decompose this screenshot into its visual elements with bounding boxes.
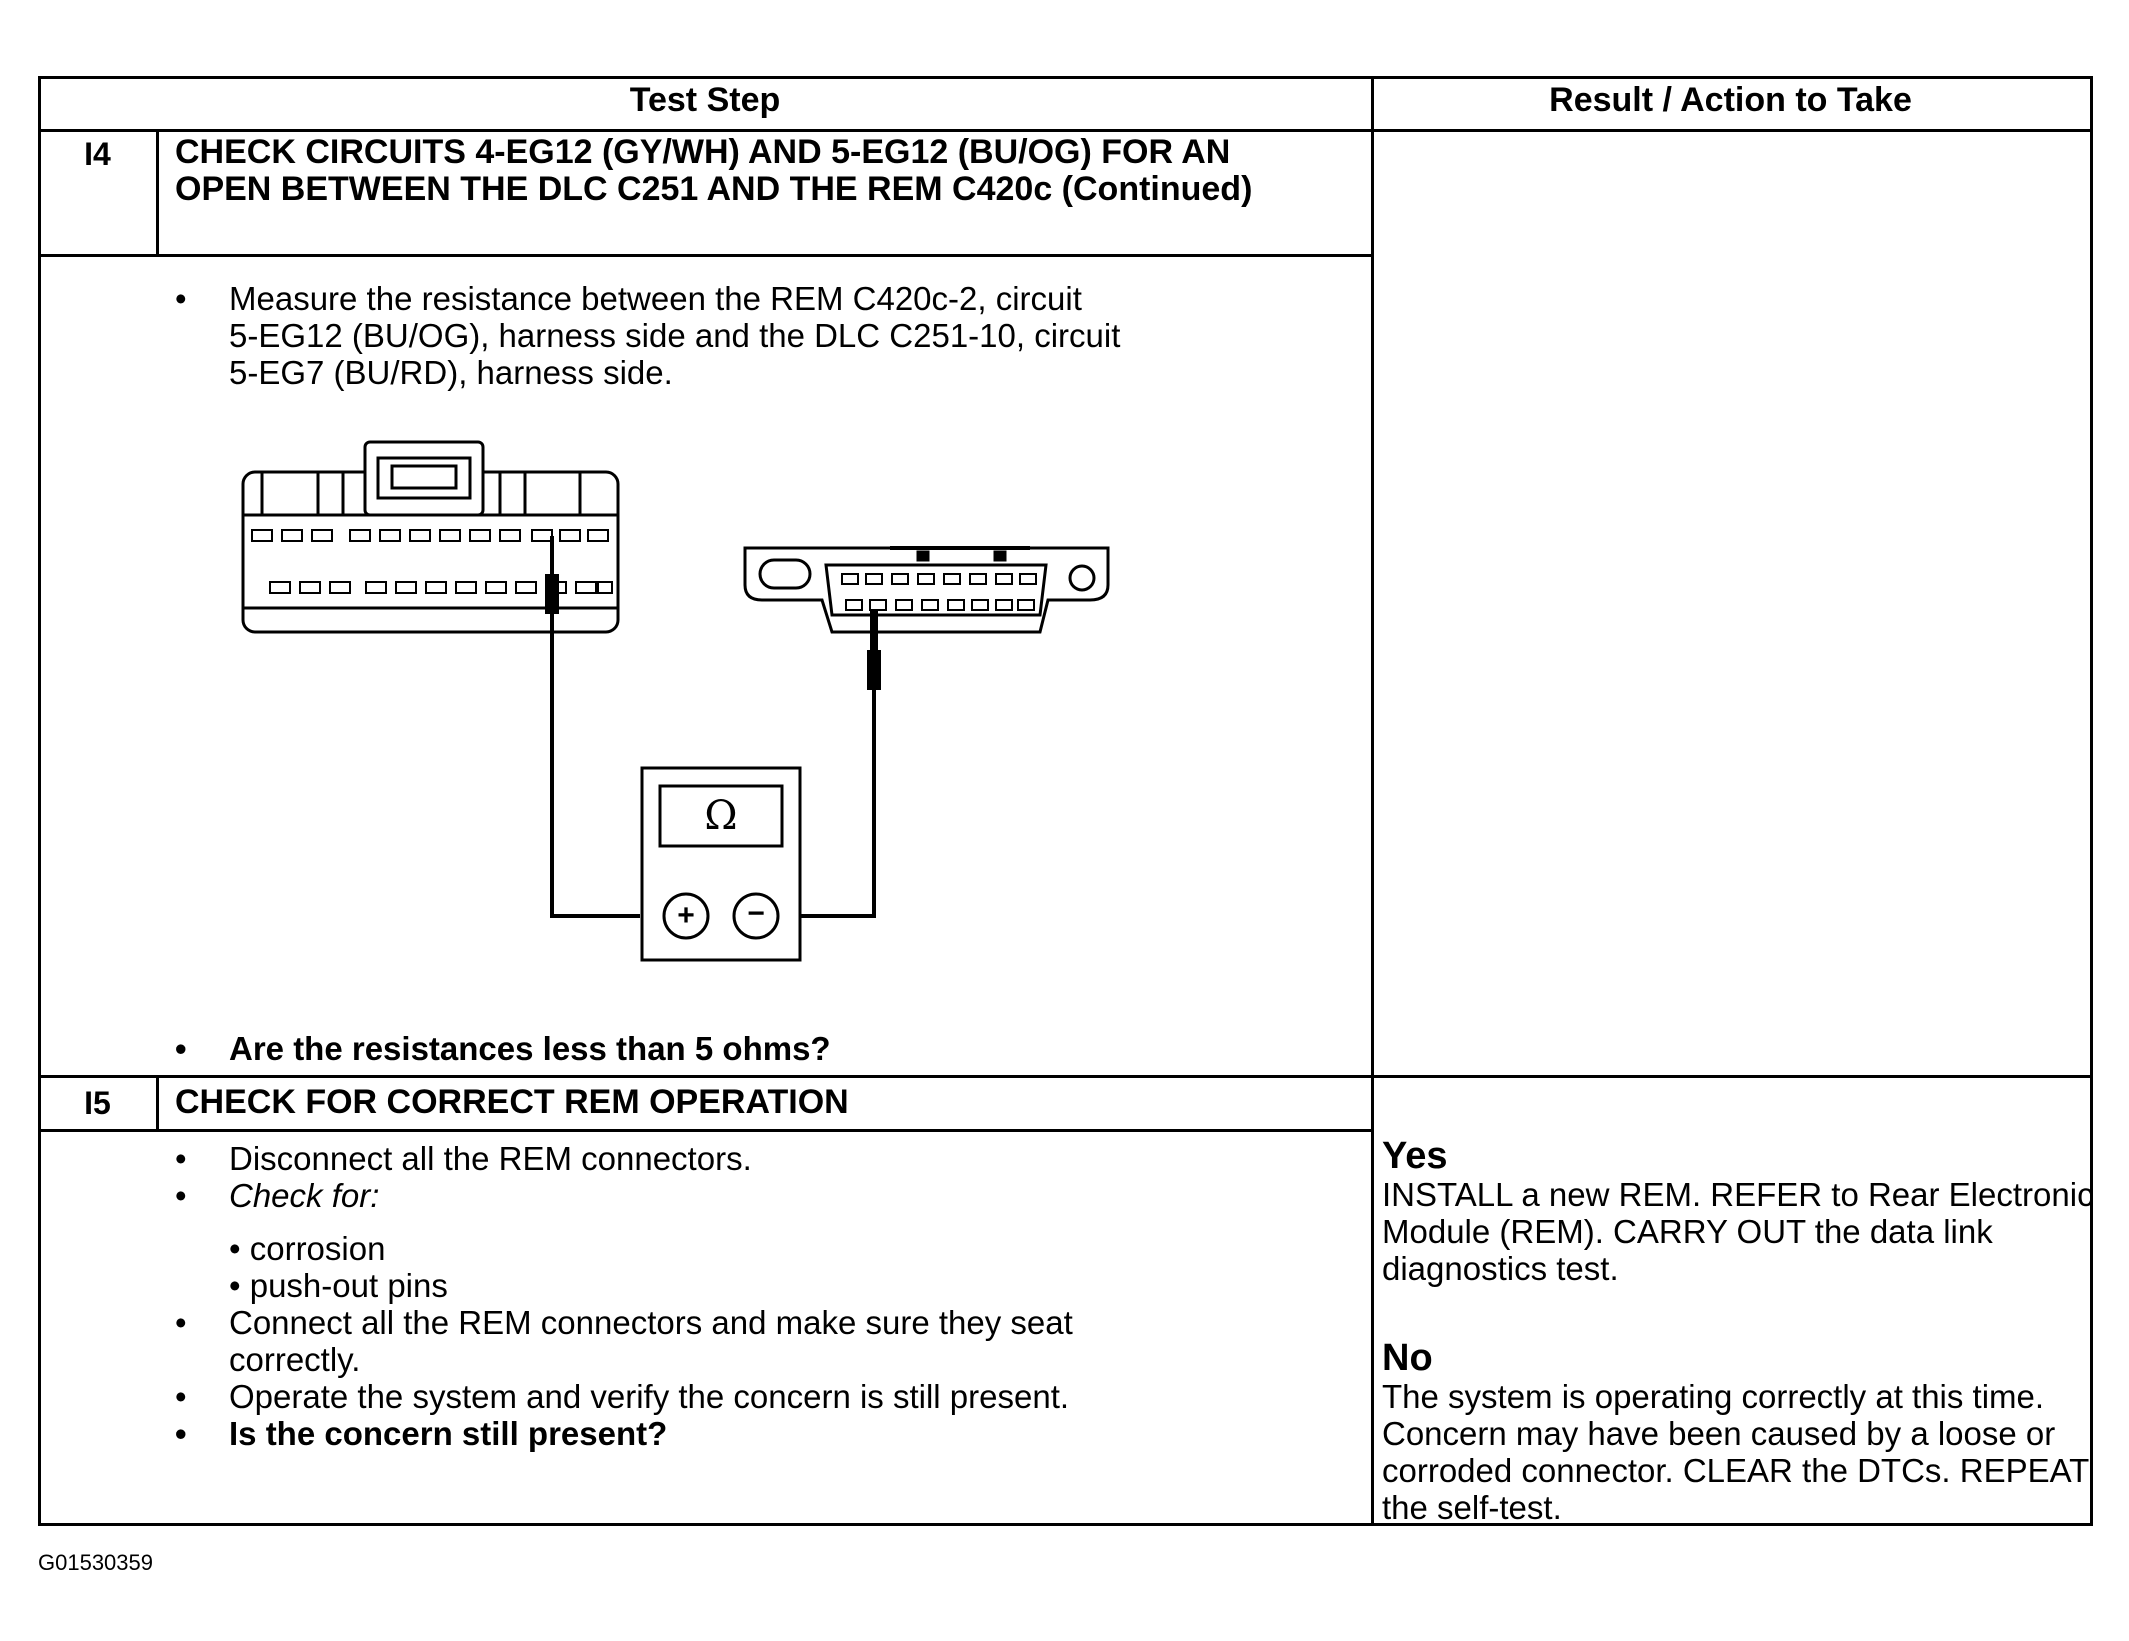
question-resistance: • Are the resistances less than 5 ohms? <box>175 1030 831 1067</box>
column-divider <box>1371 79 1374 1523</box>
measure-line: Measure the resistance between the REM C… <box>229 280 1082 317</box>
minus-terminal: − <box>747 897 765 930</box>
measure-line: 5-EG12 (BU/OG), harness side and the DLC… <box>229 317 1121 354</box>
step-title: CHECK CIRCUITS 4-EG12 (GY/WH) AND 5-EG12… <box>175 133 1253 208</box>
step-number: I5 <box>84 1085 111 1121</box>
step-title: CHECK FOR CORRECT REM OPERATION <box>175 1083 849 1121</box>
step-title-divider <box>41 254 1374 257</box>
step-number-divider <box>156 1075 159 1131</box>
result-yes-label: Yes <box>1382 1135 1448 1177</box>
header-test-step: Test Step <box>629 81 781 119</box>
bullet-connect: • Connect all the REM connectors and mak… <box>175 1304 1073 1378</box>
bullet-question-concern: • Is the concern still present? <box>175 1415 668 1452</box>
header-divider <box>41 129 2090 132</box>
rem-pin-row-top <box>251 529 609 542</box>
probe-leads <box>550 536 876 918</box>
step-number: I4 <box>84 136 111 172</box>
dlc-pin-row-bottom <box>845 599 1035 611</box>
result-no-label: No <box>1382 1337 1433 1379</box>
probe-tips <box>545 574 881 690</box>
figure-code: G01530359 <box>38 1550 153 1575</box>
result-yes-text: INSTALL a new REM. REFER to Rear Electro… <box>1382 1176 2094 1287</box>
ohm-symbol: Ω <box>704 793 738 839</box>
measure-instruction: • Measure the resistance between the REM… <box>175 280 1121 391</box>
diagnostic-table <box>38 76 2093 1526</box>
result-no-text: The system is operating correctly at thi… <box>1382 1378 2089 1526</box>
bullet-operate: • Operate the system and verify the conc… <box>175 1378 1070 1415</box>
measure-line: 5-EG7 (BU/RD), harness side. <box>229 354 673 391</box>
bullet-disconnect: • Disconnect all the REM connectors. <box>175 1140 752 1177</box>
ohmmeter <box>640 766 802 962</box>
step-title-divider <box>41 1129 1374 1132</box>
dlc-connector <box>743 546 1110 634</box>
sub-bullet-pushout: • push-out pins <box>229 1267 448 1304</box>
sub-bullet-corrosion: • corrosion <box>229 1230 386 1267</box>
step-divider <box>41 1075 2090 1078</box>
dlc-pin-row-top <box>841 573 1037 585</box>
bullet-check-for: • Check for: <box>175 1177 380 1214</box>
step-number-divider <box>156 129 159 256</box>
header-result-action: Result / Action to Take <box>1549 81 1912 119</box>
plus-terminal: + <box>677 899 695 932</box>
question-text: Are the resistances less than 5 ohms? <box>229 1030 831 1067</box>
